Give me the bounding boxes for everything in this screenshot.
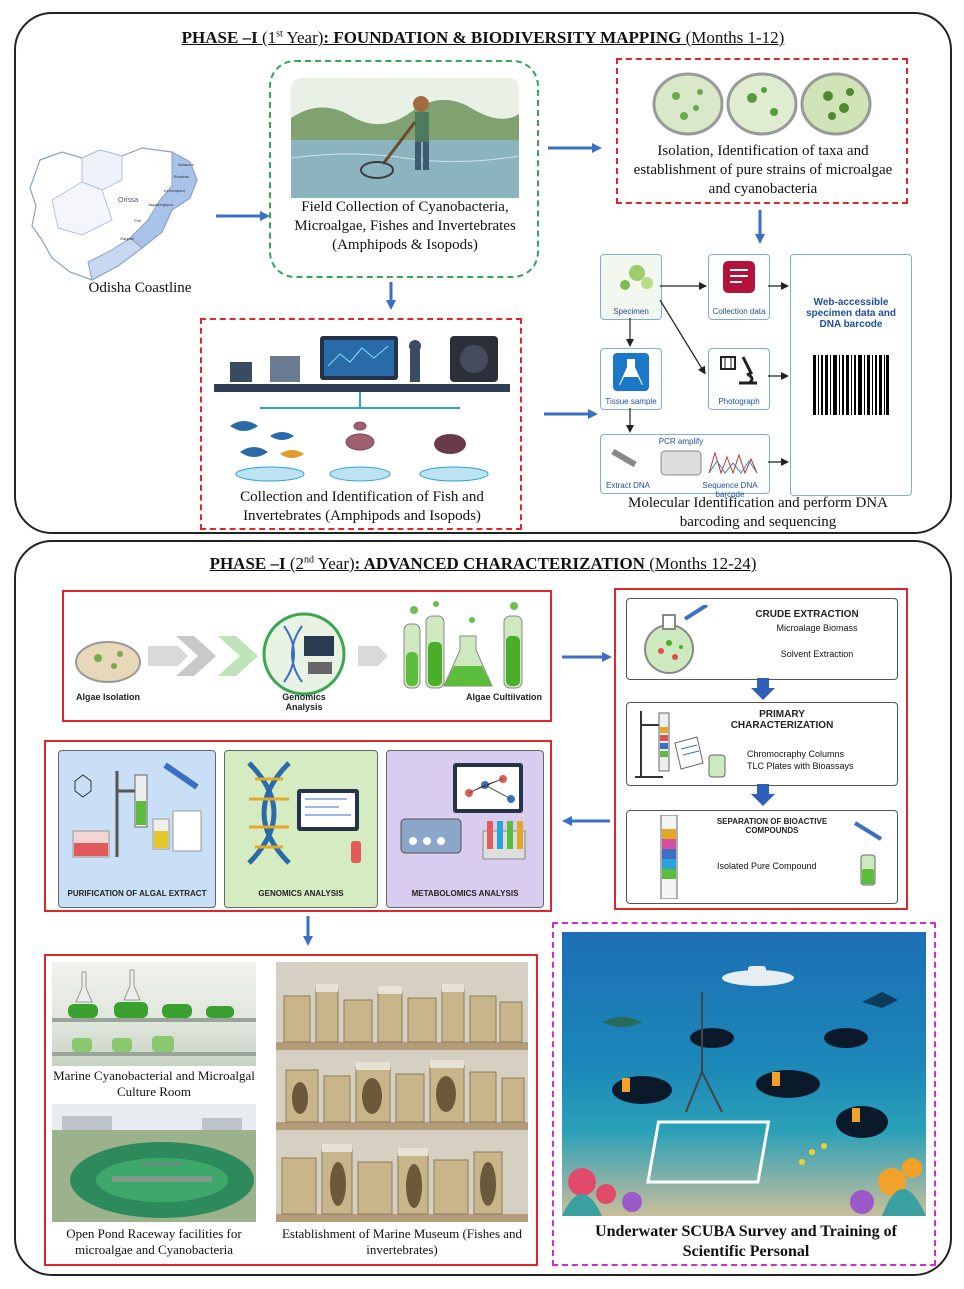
web-barcode-card: Web-accessible specimen data and DNA bar… [790, 254, 912, 496]
document-icon [723, 261, 755, 293]
metabolomics-illustration [400, 763, 526, 860]
dna-illustration [247, 761, 361, 865]
separation-title: SEPARATION OF BIOACTIVE COMPOUNDS [716, 817, 828, 835]
flask-icon [613, 353, 649, 391]
barcode-icon [813, 355, 889, 415]
arrow [544, 409, 598, 419]
arrow [755, 210, 765, 244]
scuba-caption: Underwater SCUBA Survey and Training of … [595, 1223, 897, 1260]
raceway-illustration [52, 1104, 256, 1222]
arrow [751, 784, 775, 806]
scuba-box: Underwater SCUBA Survey and Training of … [552, 922, 936, 1266]
arrow [216, 211, 270, 221]
genomics-card: GENOMICS ANALYSIS [224, 750, 378, 908]
molecular-workflow: Specimen Collection data Tissue sample P… [596, 250, 914, 499]
culture-room-caption: Marine Cyanobacterial and Microalgal Cul… [53, 1068, 255, 1099]
petri-dishes-illustration [652, 72, 872, 136]
web-barcode-label: Web-accessible specimen data and DNA bar… [805, 297, 897, 330]
separation-text: Isolated Pure Compound [717, 861, 817, 871]
purification-illustration [72, 762, 202, 858]
analysis-box: PURIFICATION OF ALGAL EXTRACT GENOMICS A… [44, 740, 552, 912]
metabolomics-card: METABOLOMICS ANALYSIS [386, 750, 544, 908]
map-place-label: Ganjam [120, 236, 135, 241]
map-place-label: Bhadrak [174, 174, 189, 179]
facilities-box: Marine Cyanobacterial and Microalgal Cul… [44, 954, 538, 1266]
map-place-label: Balasore [178, 162, 195, 167]
arrow [548, 143, 602, 153]
pcr-card: PCR amplify Extract DNA Sequence DNA bar… [600, 434, 770, 499]
primary-characterization-card: PRIMARY CHARACTERIZATION Chromocraphy Co… [626, 702, 898, 786]
chromatography-icon [635, 711, 726, 778]
raceway-photo [52, 1104, 256, 1222]
crude-extraction-card: CRUDE EXTRACTION Microalage Biomass Solv… [626, 598, 898, 680]
lab-illustration [214, 336, 510, 482]
crude-text-2: Solvent Extraction [780, 649, 854, 659]
odisha-map: Orissa Balasore Bhadrak Kendrapara Jagat… [29, 147, 198, 281]
phase-1-title: PHASE –I (1st Year): FOUNDATION & BIODIV… [181, 28, 785, 47]
flask-icon [644, 605, 709, 674]
arrow [303, 916, 313, 946]
collection-data-card: Collection data [708, 254, 770, 320]
map-place-label: Kendrapara [164, 188, 186, 193]
column-icon [660, 815, 678, 899]
crude-extraction-title: CRUDE EXTRACTION [755, 609, 859, 620]
separation-card: SEPARATION OF BIOACTIVE COMPOUNDS Isolat… [626, 810, 898, 904]
specimen-label: Specimen [613, 307, 649, 316]
photograph-card: Photograph [708, 348, 770, 410]
genomics-label: Genomics Analysis [282, 692, 326, 712]
specimen-card: Specimen [600, 254, 662, 320]
field-collection-caption: Field Collection of Cyanobacteria, Micro… [294, 199, 516, 253]
phase-2-title: PHASE –I (2nd Year): ADVANCED CHARACTERI… [209, 554, 757, 573]
map-place-label: Puri [134, 218, 141, 223]
field-collection-box: Field Collection of Cyanobacteria, Micro… [269, 60, 539, 278]
microscope-icon [720, 356, 757, 385]
map-state-label: Orissa [118, 197, 138, 204]
pcr-machine-icon [611, 448, 758, 476]
sequence-label: Sequence DNA barcode [702, 481, 758, 499]
workflow-connectors [626, 282, 789, 466]
purification-label: PURIFICATION OF ALGAL EXTRACT [67, 889, 207, 898]
isolation-box: Isolation, Identification of taxa and es… [616, 58, 908, 204]
primary-text-1: Chromocraphy Columns [747, 749, 845, 759]
odisha-caption: Odisha Coastline [88, 280, 192, 296]
map-place-label: Jagatsinghpur [148, 202, 174, 207]
genomics-analysis-label: GENOMICS ANALYSIS [258, 889, 344, 898]
primary-text-2: TLC Plates with Bioassays [747, 761, 854, 771]
specimen-icon [620, 265, 653, 290]
museum-caption: Establishment of Marine Museum (Fishes a… [281, 1226, 523, 1257]
pipeline-illustration [75, 601, 523, 696]
extract-dna-label: Extract DNA [605, 481, 650, 490]
arrow [562, 652, 612, 662]
raceway-caption: Open Pond Raceway facilities for microal… [66, 1226, 242, 1257]
fish-collection-box: Collection and Identification of Fish an… [200, 318, 522, 530]
collection-data-label: Collection data [712, 307, 766, 316]
primary-characterization-title: PRIMARY CHARACTERIZATION [730, 709, 834, 731]
scuba-photo [562, 932, 926, 1216]
arrow [751, 678, 775, 700]
scuba-illustration [562, 966, 926, 1216]
tissue-sample-card: Tissue sample [600, 348, 662, 410]
photograph-label: Photograph [718, 397, 760, 406]
arrow [562, 816, 610, 826]
molecular-caption: Molecular Identification and perform DNA… [628, 495, 888, 530]
museum-photo [276, 962, 528, 1222]
culture-room-illustration [52, 969, 256, 1056]
field-collection-illustration [291, 78, 519, 198]
museum-shelves-illustration [276, 962, 528, 1222]
cultivation-label: Algae Cultiivation [465, 692, 542, 702]
arrow [386, 282, 396, 310]
culture-room-photo [52, 962, 256, 1066]
vial-icon [853, 821, 883, 886]
extraction-box: CRUDE EXTRACTION Microalage Biomass Solv… [614, 588, 908, 910]
crude-text-1: Microalage Biomass [776, 623, 858, 633]
pcr-label: PCR amplify [658, 437, 704, 446]
tissue-sample-label: Tissue sample [605, 397, 657, 406]
purification-card: PURIFICATION OF ALGAL EXTRACT [58, 750, 216, 908]
pipeline-box: Algae Isolation Genomics Analysis Algae … [62, 590, 552, 722]
isolation-caption: Isolation, Identification of taxa and es… [633, 143, 893, 197]
metabolomics-label: METABOLOMICS ANALYSIS [411, 889, 519, 898]
fish-collection-caption: Collection and Identification of Fish an… [240, 489, 484, 524]
algae-isolation-label: Algae Isolation [75, 692, 140, 702]
